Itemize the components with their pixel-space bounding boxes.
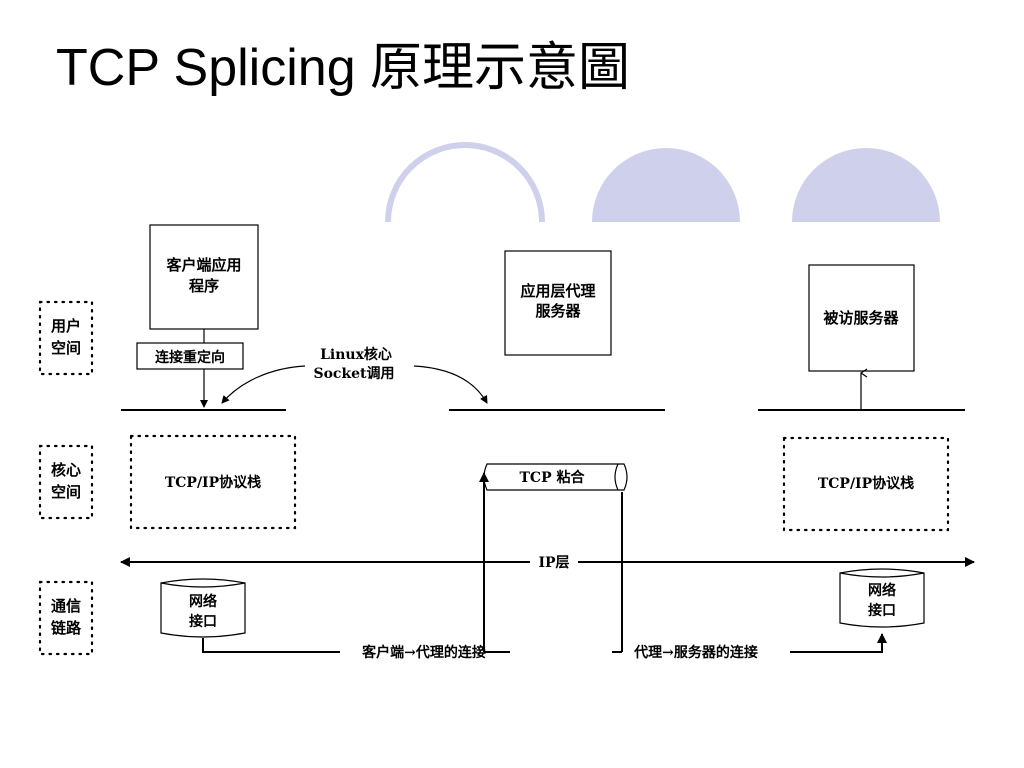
left-stack-label: TCP/IP协议栈 bbox=[165, 474, 261, 491]
splice-right-edge bbox=[614, 463, 619, 491]
right-nic bbox=[839, 568, 925, 628]
deco-filled-semicircle-2 bbox=[792, 148, 940, 222]
kernel-space-label-line1: 核心 bbox=[51, 461, 81, 479]
server-app-box bbox=[808, 264, 915, 372]
user-space-label-line2: 空间 bbox=[51, 339, 81, 357]
right-stack-box bbox=[782, 436, 950, 532]
kernel-space-label-line2: 空间 bbox=[51, 483, 81, 501]
decorative-shapes bbox=[385, 142, 940, 223]
user-space-label-box bbox=[38, 300, 94, 376]
proxy-app-label-line2: 服务器 bbox=[535, 302, 581, 320]
proxy-server-label: 代理→服务器的连接 bbox=[633, 644, 758, 661]
deco-outline-arc bbox=[385, 142, 545, 223]
socket-call-label-line1: Linux核心 bbox=[320, 346, 392, 363]
proxy-app-label-line1: 应用层代理 bbox=[520, 282, 595, 300]
user-space-label-line1: 用户 bbox=[51, 317, 81, 335]
socket-call-label-line2: Socket调用 bbox=[313, 366, 394, 382]
redirect-label: 连接重定向 bbox=[155, 349, 225, 366]
right-nic-label-line2: 接口 bbox=[868, 602, 896, 619]
kernel-space-label-box bbox=[38, 444, 94, 520]
ip-layer-label: IP层 bbox=[538, 555, 569, 571]
left-nic-label-line2: 接口 bbox=[189, 613, 217, 630]
splice-label: TCP 粘合 bbox=[520, 469, 586, 486]
socket-call-right-curve bbox=[413, 365, 488, 404]
client-app-label-line1: 客户端应用 bbox=[165, 256, 241, 274]
left-nic-label-line1: 网络 bbox=[189, 593, 217, 610]
socket-call-left-curve bbox=[221, 365, 306, 404]
right-stack-label: TCP/IP协议栈 bbox=[818, 475, 914, 492]
link-label-line1: 通信 bbox=[51, 597, 81, 615]
server-app-label: 被访服务器 bbox=[823, 309, 899, 327]
deco-filled-semicircle-1 bbox=[592, 148, 740, 222]
proxy-server-arrow bbox=[790, 633, 887, 653]
left-nic bbox=[160, 578, 246, 638]
proxy-app-box bbox=[504, 250, 612, 356]
page-title: TCP Splicing 原理示意圖 bbox=[56, 39, 631, 97]
left-stack-box bbox=[129, 434, 297, 530]
right-nic-label-line1: 网络 bbox=[868, 582, 896, 599]
link-label-line2: 链路 bbox=[51, 619, 82, 637]
redirect-box bbox=[136, 342, 244, 370]
client-app-box bbox=[149, 224, 259, 330]
client-app-label-line2: 程序 bbox=[189, 277, 219, 295]
client-proxy-label: 客户端→代理的连接 bbox=[361, 644, 486, 661]
left-labels: 用户 空间 核心 空间 通信 链路 bbox=[38, 300, 94, 656]
client-proxy-line-left bbox=[202, 638, 340, 653]
link-label-box bbox=[38, 580, 94, 656]
